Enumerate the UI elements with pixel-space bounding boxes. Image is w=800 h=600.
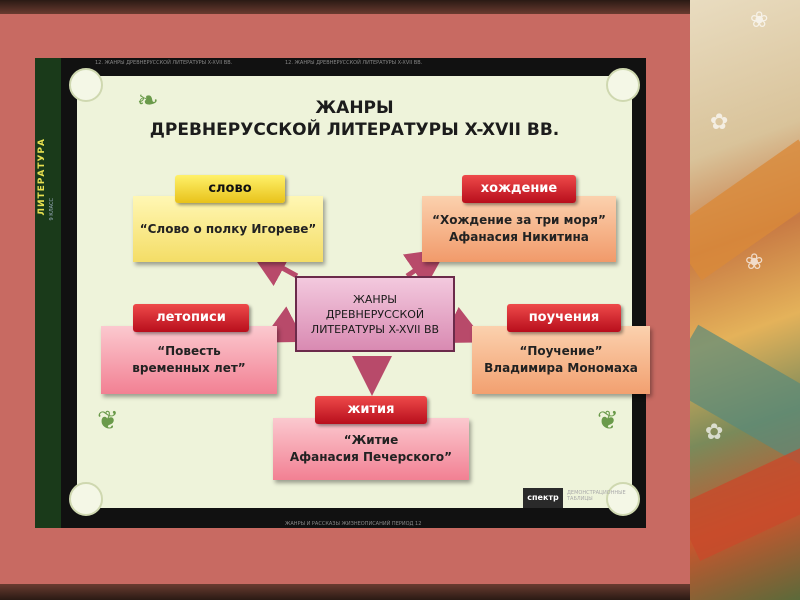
bottom-dark-bar (0, 584, 690, 600)
central-topic-text: ЖАНРЫ ДРЕВНЕРУССКОЙ ЛИТЕРАТУРЫ X-XVII ВВ (310, 292, 440, 336)
genre-khozhdenie-work-box: “Хождение за три моря” Афанасия Никитина (422, 196, 616, 262)
central-topic-box: ЖАНРЫ ДРЕВНЕРУССКОЙ ЛИТЕРАТУРЫ X-XVII ВВ (295, 276, 455, 352)
decorative-side-panel: ❀ ✿ ❀ ✿ (690, 0, 800, 600)
poster-header-caption: 12. ЖАНРЫ ДРЕВНЕРУССКОЙ ЛИТЕРАТУРЫ X-XVI… (95, 60, 233, 66)
flower-ornament-icon: ❀ (745, 250, 764, 275)
genre-poucheniya-work: “Поучение” Владимира Мономаха (484, 344, 638, 375)
side-subject-label: ЛИТЕРАТУРА (37, 138, 47, 216)
genre-slovo-work: “Слово о полку Игореве” (139, 221, 317, 236)
vine-ornament-icon: ❦ (597, 406, 619, 436)
genre-poucheniya-work-box: “Поучение” Владимира Мономаха (472, 326, 650, 394)
genre-poucheniya-label: поучения (507, 304, 621, 332)
genre-zhitiya-work: “Житие Афанасия Печерского” (289, 433, 453, 464)
genre-zhitiya-label: жития (315, 396, 427, 424)
publisher-logo: спектр (523, 488, 563, 508)
genre-letopisi-work-box: “Повесть временных лет” (101, 326, 277, 394)
flower-ornament-icon: ✿ (705, 420, 724, 445)
flower-ornament-icon: ❀ (750, 8, 769, 33)
genre-khozhdenie-work: “Хождение за три моря” Афанасия Никитина (432, 213, 606, 244)
genre-slovo-label: слово (175, 175, 285, 203)
poster-side-strip: ЛИТЕРАТУРА 9 КЛАСС (35, 58, 61, 528)
flower-ornament-icon: ✿ (710, 110, 729, 135)
poster-footer-caption: ЖАНРЫ И РАССКАЗЫ ЖИЗНЕОПИСАНИЙ ПЕРИОД 12 (285, 521, 422, 527)
vine-ornament-icon: ❦ (97, 406, 119, 436)
genre-letopisi-work: “Повесть временных лет” (132, 344, 246, 375)
genre-letopisi-label: летописи (133, 304, 249, 332)
publisher-caption: ДЕМОНСТРАЦИОННЫЕ ТАБЛИЦЫ (567, 490, 626, 502)
poster-subtitle: ДРЕВНЕРУССКОЙ ЛИТЕРАТУРЫ X-XVII ВВ. (149, 120, 560, 140)
top-dark-bar (0, 0, 690, 14)
literature-poster: ЛИТЕРАТУРА 9 КЛАСС 12. ЖАНРЫ ДРЕВНЕРУССК… (35, 58, 650, 528)
poster-header-caption: 12. ЖАНРЫ ДРЕВНЕРУССКОЙ ЛИТЕРАТУРЫ X-XVI… (285, 60, 423, 66)
parchment-scroll: ❦ ❦ ❧ ЖАНРЫ ДРЕВНЕРУССКОЙ ЛИТЕРАТУРЫ X-X… (69, 68, 650, 516)
genre-zhitiya-work-box: “Житие Афанасия Печерского” (273, 418, 469, 480)
poster-title: ЖАНРЫ (315, 98, 394, 118)
genre-khozhdenie-label: хождение (462, 175, 576, 203)
vine-ornament-icon: ❧ (137, 86, 159, 116)
genre-slovo-work-box: “Слово о полку Игореве” (133, 196, 323, 262)
side-grade-label: 9 КЛАСС (49, 198, 55, 221)
